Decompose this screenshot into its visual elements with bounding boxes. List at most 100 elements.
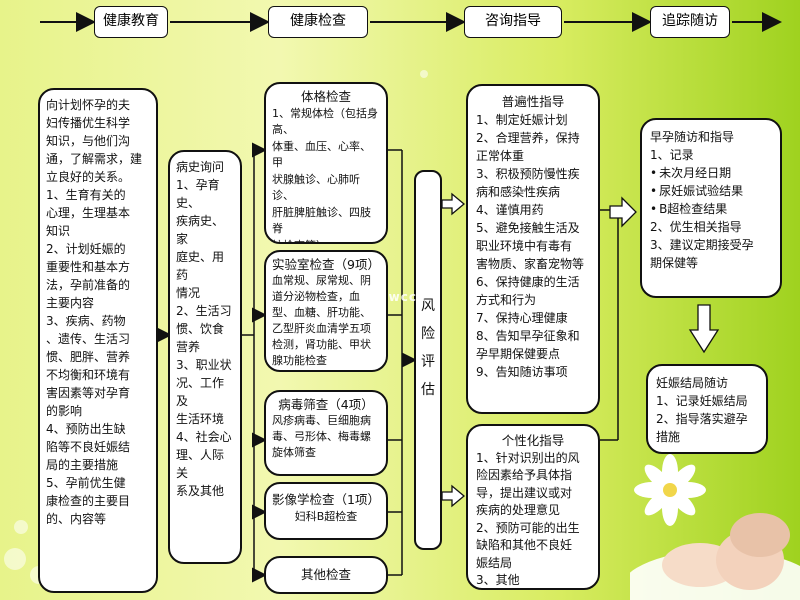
education-line: 通，了解需求，建 <box>46 152 143 166</box>
imaging-line: 妇科B超检查 <box>294 510 358 523</box>
arrow-risk-general <box>441 192 466 216</box>
education-line: 的影响 <box>46 404 83 418</box>
arrow-to-followup <box>609 196 637 228</box>
education-line: 1、生育有关的 <box>46 188 126 202</box>
education-line: 3、疾病、药物 <box>46 314 126 328</box>
early-followup-box: 早孕随访和指导 1、记录未次月经日期尿妊娠试验结果B超检查结果2、优生相关指导3… <box>640 118 782 298</box>
education-line: 惯、肥胖、营养 <box>46 350 131 364</box>
early-followup-line: 期保健等 <box>650 256 699 270</box>
lab-exam-line: 道分泌物检查，血 <box>272 290 360 303</box>
stage-education: 健康教育 <box>94 6 168 38</box>
lab-exam-line: 腺功能检查 <box>272 354 327 367</box>
risk-char: 风 <box>421 298 435 314</box>
risk-char: 评 <box>421 354 435 370</box>
early-followup-bullet: 未次月经日期 <box>650 164 772 182</box>
early-followup-line: 3、建议定期接受孕 <box>650 238 754 252</box>
education-box: 向计划怀孕的夫妇传播优生科学知识，与他们沟通，了解需求，建立良好的关系。1、生育… <box>38 88 158 593</box>
general-guidance-line: 方式和行为 <box>476 293 537 307</box>
virus-screen-line: 毒、弓形体、梅毒螺 <box>272 430 371 443</box>
general-guidance-line: 2、合理营养，保持 <box>476 131 580 145</box>
education-line: 陷等不良妊娠结 <box>46 440 131 454</box>
general-guidance-line: 3、积极预防慢性疾 <box>476 167 580 181</box>
individual-guidance-line: 疾病的处理意见 <box>476 503 561 517</box>
general-guidance-line: 8、告知早孕征象和 <box>476 329 580 343</box>
decor-dot <box>4 548 26 570</box>
risk-assessment-box: 风险评估 <box>414 170 442 550</box>
history-line: 理、人际关 <box>176 448 225 480</box>
education-line: 重要性和基本方 <box>46 260 131 274</box>
physical-exam-line: 柱检查等） <box>272 238 380 243</box>
education-line: 5、孕前优生健 <box>46 476 126 490</box>
individual-guidance-line: 险因素给予具体指 <box>476 468 573 482</box>
general-guidance-line: 7、保持心理健康 <box>476 311 568 325</box>
individual-guidance-text: 1、针对识别出的风险因素给予具体指导，提出建议或对疾病的处理意见 2、预防可能的出… <box>476 450 590 589</box>
physical-exam-line: 状腺触诊、心肺听诊、 <box>272 172 360 203</box>
education-line: 、遗传、生活习 <box>46 332 131 346</box>
education-line: 主要内容 <box>46 296 95 310</box>
risk-char: 估 <box>421 382 435 398</box>
virus-screen-line: 风疹病毒、巨细胞病 <box>272 414 371 427</box>
history-line: 系及其他 <box>176 484 225 498</box>
education-text: 向计划怀孕的夫妇传播优生科学知识，与他们沟通，了解需求，建立良好的关系。1、生育… <box>46 96 150 528</box>
individual-guidance-line: 导，提出建议或对 <box>476 485 573 500</box>
early-followup-text: 1、记录未次月经日期尿妊娠试验结果B超检查结果2、优生相关指导3、建议定期接受孕… <box>650 146 772 272</box>
stage-consultation: 咨询指导 <box>464 6 562 38</box>
history-line: 况、工作及 <box>176 376 225 408</box>
education-line: 向计划怀孕的夫 <box>46 98 131 112</box>
physical-exam-line: 体重、血压、心率、甲 <box>272 139 371 170</box>
history-line: 庭史、用药 <box>176 250 225 282</box>
history-line: 病史询问 <box>176 160 225 174</box>
history-line: 生活环境 <box>176 412 225 426</box>
early-followup-line: 1、记录 <box>650 148 694 162</box>
decor-dot <box>14 520 28 534</box>
watermark-logo: ◉ wcca <box>372 290 427 304</box>
history-line: 惯、饮食 <box>176 322 225 336</box>
history-line: 情况 <box>176 286 201 300</box>
general-guidance-line: 1、制定妊娠计划 <box>476 113 568 127</box>
history-line: 营养 <box>176 340 201 354</box>
education-line: 局的主要措施 <box>46 458 119 472</box>
education-line: 康检查的主要目 <box>46 494 131 508</box>
physical-exam-box: 体格检查 1、常规体检（包括身高、体重、血压、心率、甲状腺触诊、心肺听诊、肝脏脾… <box>264 82 388 244</box>
general-guidance-line: 害物质、家畜宠物等 <box>476 257 585 271</box>
virus-screen-text: 风疹病毒、巨细胞病毒、弓形体、梅毒螺旋体筛查 <box>272 413 380 461</box>
outcome-followup-line: 2、指导落实避孕 <box>656 412 748 426</box>
lab-exam-line: 型、血糖、肝功能、 <box>272 306 371 319</box>
general-guidance-line: 6、保持健康的生活 <box>476 275 580 289</box>
outcome-followup-title: 妊娠结局随访 <box>656 376 729 390</box>
education-line: 的、内容等 <box>46 512 107 526</box>
early-followup-bullet: B超检查结果 <box>650 200 772 218</box>
history-line: 3、职业状 <box>176 358 232 372</box>
history-line: 疾病史、家 <box>176 214 225 246</box>
education-line: 法，孕前准备的 <box>46 278 131 292</box>
outcome-followup-line: 措施 <box>656 430 681 444</box>
general-guidance-title: 普遍性指导 <box>501 94 565 109</box>
virus-screen-box: 病毒筛查（4项） 风疹病毒、巨细胞病毒、弓形体、梅毒螺旋体筛查 <box>264 390 388 476</box>
imaging-text: 妇科B超检查 <box>272 508 380 525</box>
watermark-text: wcca <box>388 290 427 304</box>
individual-guidance-line: 缺陷和其他不良妊 <box>476 538 573 552</box>
history-line: 1、孕育史、 <box>176 178 220 210</box>
decor-dot <box>420 70 428 78</box>
imaging-box: 影像学检查（1项） 妇科B超检查 <box>264 482 388 540</box>
early-followup-title: 早孕随访和指导 <box>650 130 735 144</box>
general-guidance-line: 5、避免接触生活及 <box>476 221 580 235</box>
individual-guidance-line: 1、针对识别出的风 <box>476 450 580 465</box>
general-guidance-line: 9、告知随访事项 <box>476 365 568 379</box>
virus-screen-line: 旋体筛查 <box>272 446 316 459</box>
history-line: 4、社会心 <box>176 430 232 444</box>
early-followup-line: 2、优生相关指导 <box>650 220 742 234</box>
arrow-followup-outcome <box>688 304 720 354</box>
individual-guidance-title: 个性化指导 <box>501 433 565 448</box>
physical-exam-title: 体格检查 <box>300 89 351 104</box>
education-line: 立良好的关系。 <box>46 170 131 184</box>
individual-guidance-box: 个性化指导 1、针对识别出的风险因素给予具体指导，提出建议或对疾病的处理意见 2、… <box>466 424 600 590</box>
lab-exam-line: 血常规、尿常规、阴 <box>272 274 371 287</box>
individual-guidance-line: 2、预防可能的出生 <box>476 520 580 535</box>
physical-exam-line: 肝脏脾脏触诊、四肢脊 <box>272 205 371 236</box>
